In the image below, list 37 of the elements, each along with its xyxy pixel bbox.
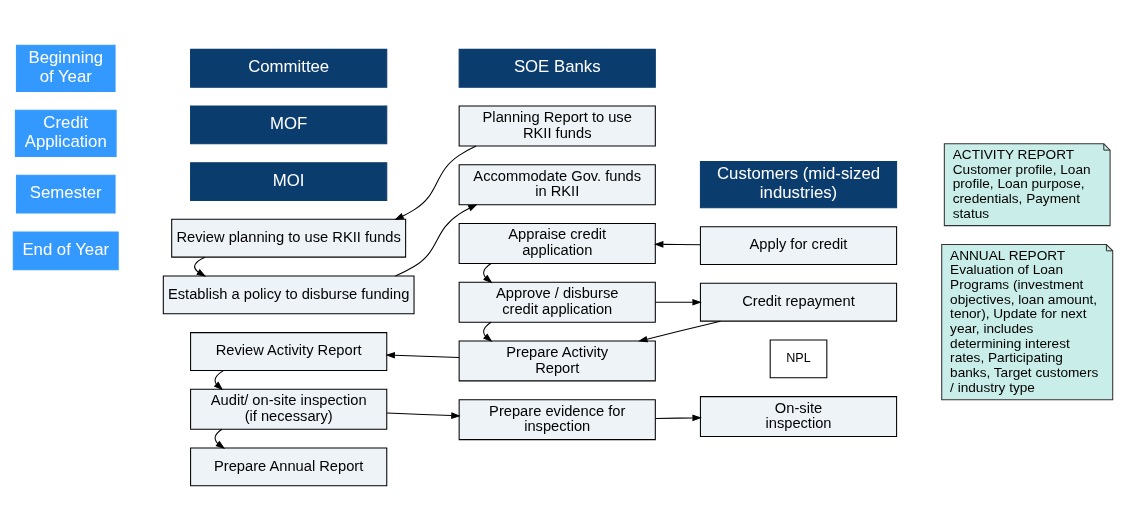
node-box: Prepare evidence for inspection (458, 398, 656, 440)
arrow (653, 240, 701, 248)
node-box: Beginning of Year (15, 44, 116, 92)
node-box: Approve / disburse credit application (458, 281, 656, 323)
node-box: Audit/ on-site inspection (if necessary) (190, 388, 388, 430)
node-box: NPL (769, 338, 828, 378)
arrow (483, 262, 493, 283)
arrow (394, 144, 477, 220)
node-box: Prepare Activity Report (458, 340, 656, 381)
node-box: Semester (15, 174, 116, 214)
arrow (213, 369, 224, 390)
node-box: End of Year (12, 230, 119, 270)
node-box: Review Activity Report (190, 331, 388, 371)
arrow (655, 298, 702, 306)
arrow (483, 321, 493, 342)
node-box: Accommodate Gov. funds in RKII (458, 163, 656, 205)
node-box: SOE Banks (458, 48, 656, 88)
arrow (214, 428, 226, 449)
arrow (394, 203, 478, 276)
node-box: Planning Report to use RKII funds (458, 105, 656, 146)
node-box: Prepare Annual Report (190, 447, 388, 486)
node-box: MOI (190, 161, 388, 201)
node-box: On-site inspection (699, 395, 898, 437)
node-box: Credit Application (14, 109, 117, 157)
node-box: Credit repayment (699, 282, 898, 322)
node-box: Appraise credit application (458, 222, 656, 264)
node-box: MOF (190, 105, 388, 144)
node-box: Committee (190, 48, 388, 88)
arrow (386, 411, 461, 419)
node-box: Establish a policy to disburse funding (162, 274, 415, 314)
node-box: Review planning to use RKII funds (171, 218, 407, 258)
node-box: Apply for credit (699, 225, 898, 265)
arrow (638, 320, 721, 342)
arrow (385, 351, 460, 359)
arrow (655, 414, 702, 421)
node-box: Customers (mid-sized industries) (699, 160, 898, 208)
arrow (194, 256, 207, 277)
